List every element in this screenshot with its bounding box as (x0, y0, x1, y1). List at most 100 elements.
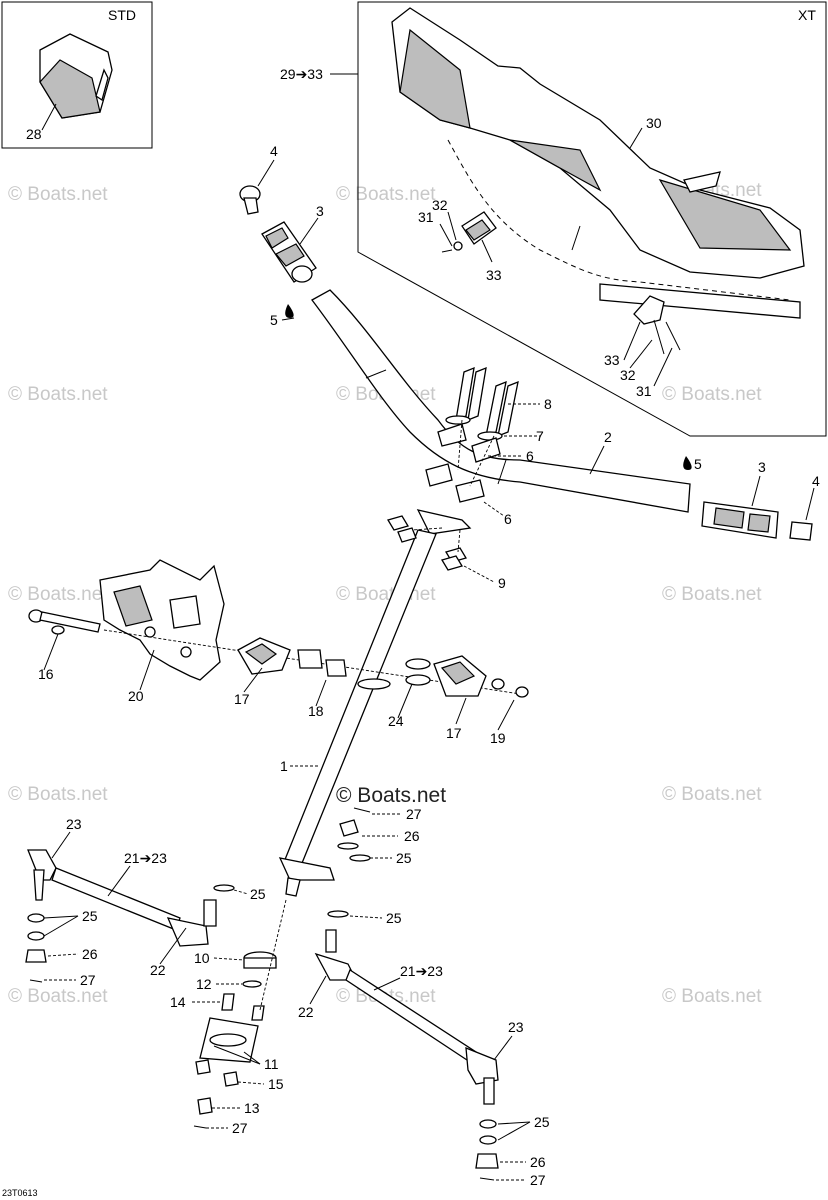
callout-22: 22 (298, 1004, 314, 1020)
leader-32a (447, 211, 457, 241)
part-27-pin (29, 979, 43, 983)
watermark-main: © Boats.net (336, 784, 446, 807)
callout-10: 10 (194, 950, 210, 966)
leaders (43, 159, 815, 1181)
part-24-washer (405, 658, 431, 670)
part-25-washer (479, 1135, 497, 1145)
part-9-nut (441, 555, 463, 571)
leader-31b (653, 347, 673, 387)
callout-2: 2 (604, 429, 612, 445)
callouts: 4 3 5 8 7 6 2 5 3 4 6 9 16 20 17 18 24 1… (38, 143, 820, 1188)
callout-27: 27 (80, 972, 96, 988)
part-21-tie-rod-right (314, 929, 499, 1105)
part-25-washer (349, 854, 371, 862)
callout-32a: 32 (432, 197, 448, 213)
part-25-washer (213, 884, 235, 892)
inset-xt: XT 29➔33 33 32 31 31 32 33 (280, 1, 827, 437)
part-32-washer (453, 241, 463, 251)
callout-15: 15 (268, 1076, 284, 1092)
leader-28 (41, 103, 57, 131)
inset-std-frame (1, 1, 153, 149)
callout-26: 26 (530, 1154, 546, 1170)
part-3-grip-left (261, 221, 317, 283)
part-6-clamp-lower (455, 479, 485, 503)
callout-33a: 33 (486, 267, 502, 283)
watermark: © Boats.net (8, 986, 108, 1007)
callout-5: 5 (694, 456, 702, 472)
watermark: © Boats.net (662, 986, 762, 1007)
callout-25: 25 (82, 908, 98, 924)
leader-30 (629, 127, 643, 149)
callout-11: 11 (264, 1056, 279, 1072)
leader-33b (623, 321, 641, 361)
part-32-bolt (653, 319, 665, 355)
callout-22: 22 (150, 962, 166, 978)
callout-28: 28 (26, 126, 42, 142)
part-27-pin (479, 1177, 495, 1181)
part-1-steering-column (278, 509, 472, 897)
part-12-washer (242, 980, 262, 988)
callout-6: 6 (526, 448, 534, 464)
part-4-end-right (789, 521, 813, 541)
callout-13: 13 (244, 1100, 260, 1116)
callout-25: 25 (396, 850, 412, 866)
part-4-end-left (239, 185, 261, 215)
callout-18: 18 (308, 703, 324, 719)
diagram-code: 23T0613 (2, 1188, 38, 1198)
part-15-nut (223, 1071, 239, 1087)
callout-21-23: 21➔23 (124, 850, 167, 866)
callout-32b: 32 (620, 367, 636, 383)
watermark: © Boats.net (662, 784, 762, 805)
callout-17: 17 (446, 725, 462, 741)
part-3-grip-right (701, 501, 779, 539)
part-11-support (199, 1017, 259, 1063)
watermark: © Boats.net (336, 184, 436, 205)
part-31-screw (665, 321, 681, 351)
callout-25: 25 (534, 1114, 550, 1130)
callout-21-23: 21➔23 (400, 963, 443, 979)
part-21-tie-rod-left (27, 849, 217, 947)
callout-30: 30 (646, 115, 662, 131)
callout-7: 7 (536, 428, 544, 444)
watermark: © Boats.net (8, 384, 108, 405)
callout-3: 3 (316, 203, 324, 219)
callout-6: 6 (504, 511, 512, 527)
part-2-handlebar (311, 289, 691, 513)
callout-27: 27 (530, 1172, 546, 1188)
callout-25: 25 (386, 910, 402, 926)
callout-5: 5 (270, 312, 278, 328)
part-26-nut (339, 819, 359, 837)
callout-31a: 31 (418, 209, 434, 225)
callout-27: 27 (406, 806, 422, 822)
part-27-pin (193, 1125, 207, 1129)
grease-icon (285, 304, 294, 318)
callout-9: 9 (498, 575, 506, 591)
watermark: © Boats.net (662, 584, 762, 605)
callout-19: 19 (490, 730, 506, 746)
part-19-nut (515, 686, 529, 698)
callout-27: 27 (232, 1120, 248, 1136)
callout-23: 23 (66, 816, 82, 832)
callout-25: 25 (250, 886, 266, 902)
part-14-bolt (221, 993, 235, 1011)
part-30-pad (391, 7, 805, 279)
part-13-nut (195, 1059, 211, 1075)
inset-xt-label: XT (798, 7, 816, 23)
callout-26: 26 (82, 946, 98, 962)
watermark: © Boats.net (8, 584, 108, 605)
callout-24: 24 (388, 713, 404, 729)
callout-14: 14 (170, 994, 186, 1010)
part-13-nut (197, 1097, 213, 1115)
grease-icon (683, 456, 692, 470)
inset-std: STD 28 (1, 1, 153, 149)
part-31-screw-small (441, 249, 453, 253)
callout-1: 1 (280, 758, 288, 774)
part-9-nut (387, 515, 409, 531)
part-18-spacer (325, 659, 347, 677)
watermark: © Boats.net (662, 384, 762, 405)
inset-xt-frame (357, 1, 827, 437)
callout-16: 16 (38, 666, 54, 682)
watermark: © Boats.net (336, 584, 436, 605)
part-7-washer (445, 415, 471, 425)
